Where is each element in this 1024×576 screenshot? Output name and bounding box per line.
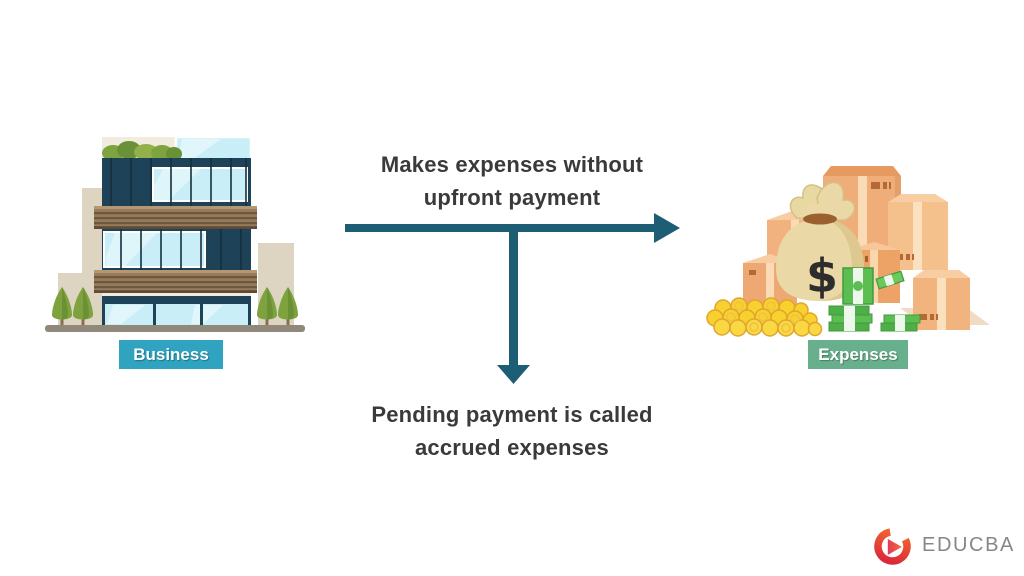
trees <box>52 287 298 325</box>
expenses-badge: Expenses <box>808 340 908 369</box>
wood-band-2 <box>94 270 257 293</box>
top-caption-line2: upfront payment <box>423 185 601 210</box>
top-floor <box>102 158 251 206</box>
flat-stack-right <box>880 314 921 332</box>
middle-floor <box>102 229 251 270</box>
ground-floor <box>102 296 251 325</box>
top-caption-line1: Makes expenses without <box>380 152 644 177</box>
educba-logo-text: EDUCBA <box>922 533 1015 556</box>
down-arrow-icon <box>497 232 530 384</box>
flow-arrows <box>345 213 680 384</box>
business-badge: Business <box>119 340 223 369</box>
bottom-caption-line2: accrued expenses <box>415 435 609 460</box>
roof-glass <box>174 135 253 163</box>
dollar-sign: $ <box>806 249 838 303</box>
office-building-illustration <box>45 135 305 332</box>
boxes-money-illustration: $ <box>706 166 990 337</box>
box-front-right <box>913 270 970 330</box>
flat-stack-left <box>828 305 873 332</box>
educba-play-icon <box>874 527 911 565</box>
roof-rail <box>102 158 251 161</box>
top-arrow-caption: Makes expenses without upfront payment <box>312 148 712 214</box>
bottom-caption-line1: Pending payment is called <box>371 402 653 427</box>
roof-bushes <box>102 141 182 161</box>
bills-stacks <box>828 267 921 332</box>
coins-pile <box>706 297 823 337</box>
educba-logo: EDUCBA <box>870 520 1020 570</box>
wood-band-1 <box>94 206 257 229</box>
base-platform <box>45 325 305 332</box>
bottom-arrow-caption: Pending payment is called accrued expens… <box>312 398 712 464</box>
right-arrow-icon <box>345 213 680 243</box>
